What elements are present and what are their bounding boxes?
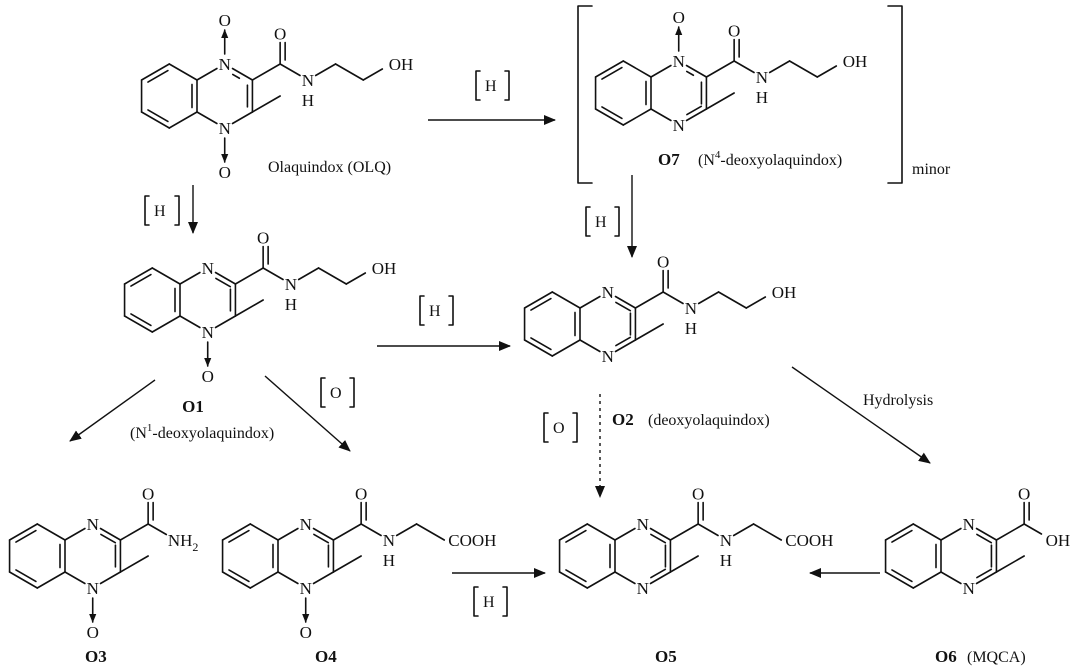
n4-oxide-oxygen: O (202, 367, 214, 386)
arrow-o2-to-o6 (791, 366, 931, 464)
nitrogen-1: N (673, 52, 685, 71)
svg-text:(deoxyolaquindox): (deoxyolaquindox) (648, 412, 770, 429)
nitrogen-4: N (673, 116, 685, 135)
label-o1-desc: (N1-deoxyolaquindox) (130, 422, 274, 442)
label-olq: Olaquindox (OLQ) (268, 159, 391, 176)
label-o7: O7 (N4-deoxyolaquindox) (658, 149, 842, 169)
nitrogen-4: N (602, 347, 614, 366)
svg-text:O2: O2 (612, 410, 634, 429)
amide-hydrogen: H (302, 91, 314, 110)
structure-o3: N N O O NH2 (8, 485, 199, 642)
nitrogen-1: N (637, 515, 649, 534)
svg-text:O: O (553, 420, 565, 437)
amide-hydrogen: H (285, 295, 297, 314)
svg-text:O6: O6 (935, 647, 957, 666)
carbonyl-oxygen: O (1018, 485, 1030, 504)
svg-text:O7: O7 (658, 150, 680, 169)
svg-text:(MQCA): (MQCA) (967, 649, 1026, 666)
carbonyl-oxygen: O (657, 253, 669, 272)
amide-nitrogen: N (285, 275, 297, 294)
hydroxyl-group: OH (843, 52, 868, 71)
reagent-h-olq-o1: H (144, 195, 180, 226)
amide-nitrogen: N (720, 531, 732, 550)
amide-nitrogen: N (383, 531, 395, 550)
carbonyl-oxygen: O (355, 485, 367, 504)
reagent-h-o4-o5: H (473, 586, 508, 617)
svg-text:H: H (485, 78, 497, 95)
hydroxyl-group: OH (1046, 531, 1071, 550)
label-o3: O3 (85, 647, 107, 666)
amide-hydrogen: H (685, 319, 697, 338)
hydroxyl-group: OH (772, 283, 797, 302)
svg-text:(N4-deoxyolaquindox): (N4-deoxyolaquindox) (698, 149, 842, 169)
nitrogen-4: N (300, 579, 312, 598)
nitrogen-4: N (87, 579, 99, 598)
svg-text:H: H (595, 214, 607, 231)
carbonyl-oxygen: O (142, 485, 154, 504)
svg-text:H: H (429, 303, 441, 320)
svg-text:H: H (483, 594, 495, 611)
n4-oxide-oxygen: O (87, 623, 99, 642)
bracket-left (577, 5, 593, 184)
nitrogen-4: N (202, 323, 214, 342)
n1-oxide-oxygen: O (219, 11, 231, 30)
amide-hydrogen: H (383, 551, 395, 570)
hydroxyl-group: OH (389, 55, 414, 74)
reagent-o-o1-o4: O (320, 377, 355, 408)
nitrogen-4: N (637, 579, 649, 598)
amide-hydrogen: H (756, 88, 768, 107)
label-o5: O5 (655, 647, 677, 666)
n1-oxide-oxygen: O (673, 8, 685, 27)
n4-oxide-oxygen: O (219, 163, 231, 182)
nitrogen-1: N (219, 55, 231, 74)
nitrogen-1: N (87, 515, 99, 534)
structure-o6: N N O OH (884, 485, 1071, 598)
label-minor: minor (912, 161, 951, 178)
nitrogen-1: N (602, 283, 614, 302)
reagent-o-o2-o5: O (543, 412, 578, 443)
reagent-h-olq-o7: H (475, 70, 510, 101)
bracket-right (887, 5, 903, 184)
label-o2: O2 (deoxyolaquindox) (612, 410, 770, 429)
amide-hydrogen: H (720, 551, 732, 570)
arrow-o1-to-o4 (264, 375, 351, 452)
carbonyl-oxygen: O (274, 25, 286, 44)
svg-text:H: H (154, 203, 166, 220)
nitrogen-4: N (219, 119, 231, 138)
label-o1: O1 (182, 397, 204, 416)
label-o4: O4 (315, 647, 337, 666)
carbonyl-oxygen: O (728, 22, 740, 41)
carbonyl-oxygen: O (692, 485, 704, 504)
nitrogen-1: N (300, 515, 312, 534)
reagent-h-o1-o2: H (419, 295, 454, 326)
carboxyl-group: COOH (448, 531, 496, 550)
carbonyl-oxygen: O (257, 229, 269, 248)
arrow-o1-to-o3 (69, 379, 156, 442)
reagent-hydrolysis: Hydrolysis (863, 392, 933, 409)
nitrogen-1: N (202, 259, 214, 278)
hydroxyl-group: OH (372, 259, 397, 278)
amide-nitrogen: N (685, 299, 697, 318)
amide-nitrogen: N (756, 68, 768, 87)
nitrogen-4: N (963, 579, 975, 598)
amine-group: NH2 (168, 531, 199, 554)
svg-text:O: O (330, 385, 342, 402)
label-o6: O6 (MQCA) (935, 647, 1026, 666)
carboxyl-group: COOH (785, 531, 833, 550)
nitrogen-1: N (963, 515, 975, 534)
reagent-h-o7-o2: H (585, 206, 620, 237)
n4-oxide-oxygen: O (300, 623, 312, 642)
amide-nitrogen: N (302, 71, 314, 90)
